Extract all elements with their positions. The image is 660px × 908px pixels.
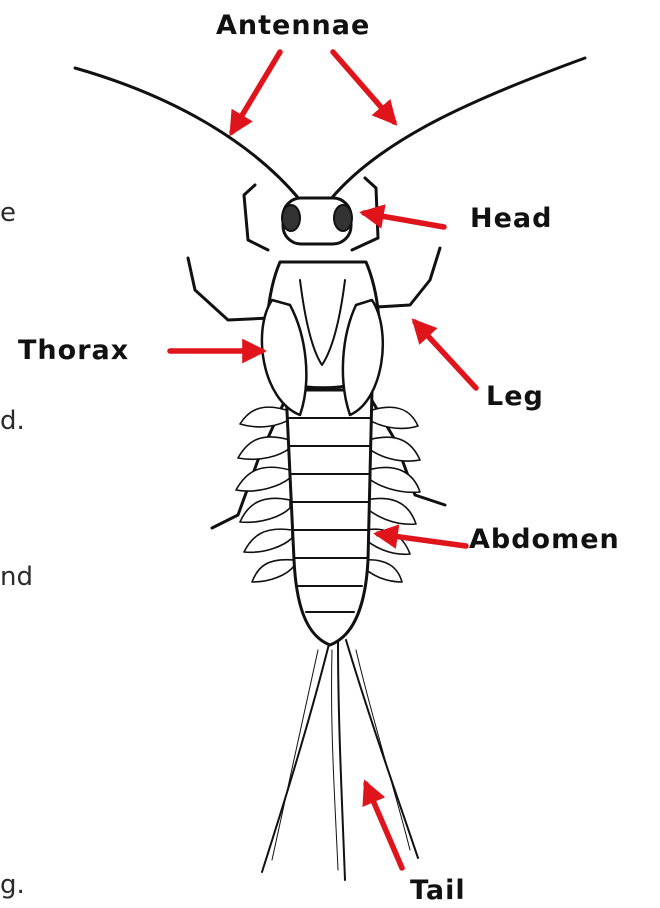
right-eye bbox=[334, 205, 352, 231]
label-head: Head bbox=[470, 205, 552, 232]
left-antenna bbox=[75, 68, 300, 200]
front-leg-left bbox=[244, 185, 268, 250]
right-antenna bbox=[330, 58, 585, 200]
arrow-antennae-left bbox=[232, 52, 280, 132]
label-abdomen: Abdomen bbox=[469, 526, 620, 553]
arrow-leg bbox=[415, 322, 476, 388]
left-eye bbox=[282, 205, 300, 231]
insect-illustration bbox=[75, 58, 585, 880]
label-antennae: Antennae bbox=[216, 12, 370, 39]
middle-leg-left bbox=[188, 258, 270, 320]
label-leg: Leg bbox=[486, 383, 544, 410]
abdomen-illustration bbox=[286, 390, 372, 645]
label-tail: Tail bbox=[410, 877, 466, 904]
arrow-antennae-right bbox=[333, 52, 394, 122]
label-thorax: Thorax bbox=[18, 337, 129, 364]
